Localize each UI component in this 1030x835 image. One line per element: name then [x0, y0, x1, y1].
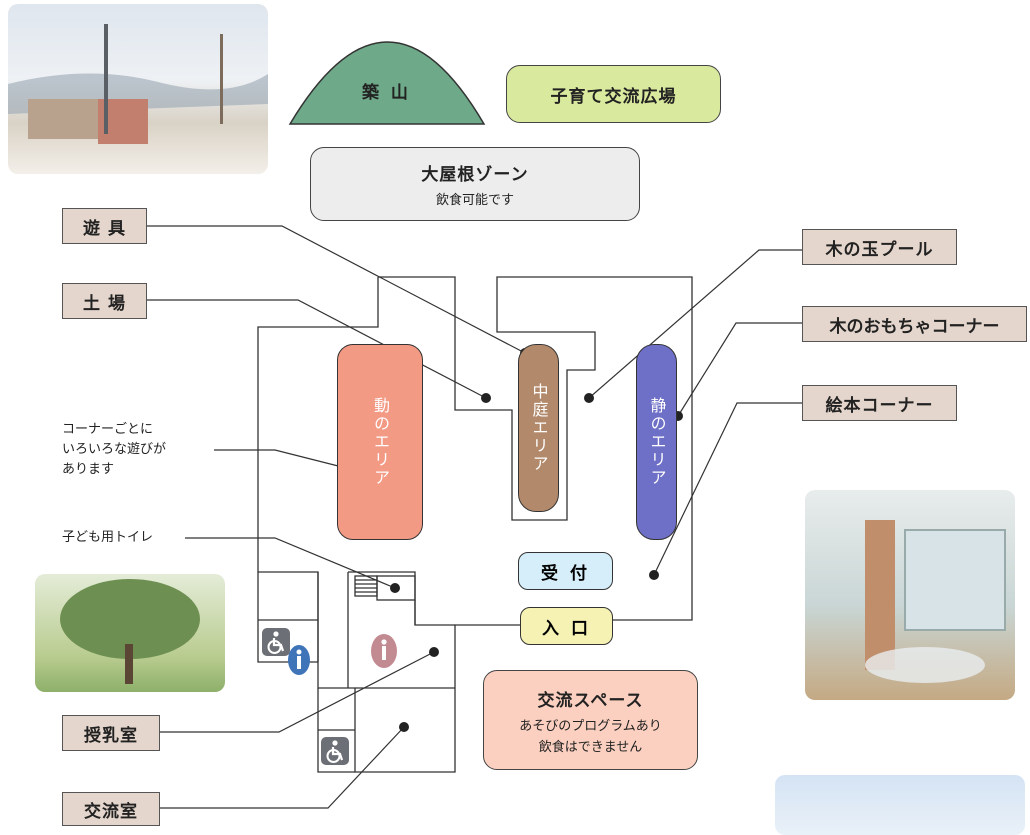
tree-photo-left: [35, 574, 225, 692]
mound-shape: [288, 41, 486, 125]
exchange-space-line2: 飲食はできません: [538, 739, 643, 755]
park-photo-art: [8, 24, 268, 144]
kids-toilet-note: 子ども用トイレ: [62, 530, 154, 545]
courtyard-area: 中庭エリア: [518, 344, 559, 512]
interior-photo-right: [805, 490, 1015, 700]
corner-note: コーナーごとに いろいろな遊びが あります: [62, 420, 166, 480]
reception-label: 受 付: [541, 563, 590, 584]
picture-book-corner-callout: 絵本コーナー: [802, 385, 957, 421]
exchange-room-callout: 交流室: [62, 792, 160, 826]
wheelchair-icon: [321, 737, 349, 765]
nursing-room-callout: 授乳室: [62, 715, 160, 751]
big-roof-zone: 大屋根ゾーン 飲食可能です: [310, 147, 640, 221]
courtyard-area-label: 中庭エリア: [529, 383, 549, 473]
corner-note-line3: あります: [62, 462, 115, 477]
big-roof-zone-note: 飲食可能です: [435, 193, 514, 208]
active-area-label: 動のエリア: [371, 397, 390, 487]
female-restroom-icon: [371, 634, 397, 668]
tree-photo-art: [60, 579, 200, 684]
information-icon: [288, 645, 310, 675]
wheelchair-icon: [262, 628, 290, 656]
exchange-space-box: 交流スペース あそびのプログラムあり 飲食はできません: [483, 670, 698, 770]
wood-ball-pool-callout: 木の玉プール: [802, 229, 957, 265]
exchange-space-line1: あそびのプログラムあり: [519, 718, 662, 734]
exchange-space-title: 交流スペース: [537, 690, 644, 711]
corner-note-line1: コーナーごとに: [62, 422, 154, 437]
wood-toy-corner-callout: 木のおもちゃコーナー: [802, 306, 1027, 342]
active-area: 動のエリア: [337, 344, 423, 540]
reception-sign: 受 付: [518, 552, 613, 590]
corner-note-line2: いろいろな遊びが: [62, 442, 167, 457]
sky-photo-bottom-right: [775, 775, 1025, 835]
playground-callout: 遊 具: [62, 208, 147, 244]
interior-photo-art: [865, 520, 1006, 683]
entrance-sign: 入 口: [520, 607, 613, 645]
childcare-plaza-label: 子育て交流広場: [550, 86, 677, 107]
mound-label: 築 山: [362, 83, 411, 103]
quiet-area-label: 静のエリア: [647, 397, 667, 487]
park-photo-top-left: [8, 4, 268, 174]
entrance-label: 入 口: [542, 618, 591, 639]
big-roof-zone-title: 大屋根ゾーン: [421, 165, 529, 185]
dirt-area-callout: 土 場: [62, 283, 147, 319]
childcare-plaza-box: 子育て交流広場: [506, 65, 721, 123]
quiet-area: 静のエリア: [636, 344, 677, 540]
